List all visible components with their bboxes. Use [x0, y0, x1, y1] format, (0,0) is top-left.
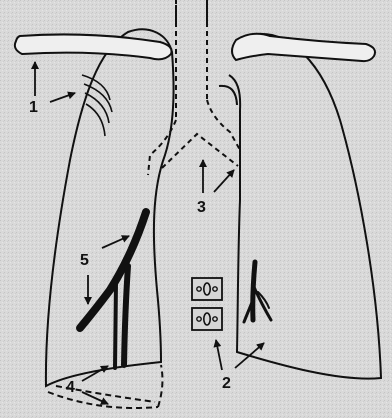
callout-label-5: 5	[80, 252, 89, 269]
vertebra-marker-lower	[192, 308, 222, 330]
callout-label-1: 1	[29, 99, 38, 116]
callout-label-2: 2	[222, 375, 231, 392]
vertebra-marker-upper	[192, 278, 222, 300]
callout-label-4: 4	[66, 379, 75, 396]
callout-label-3: 3	[197, 199, 206, 216]
